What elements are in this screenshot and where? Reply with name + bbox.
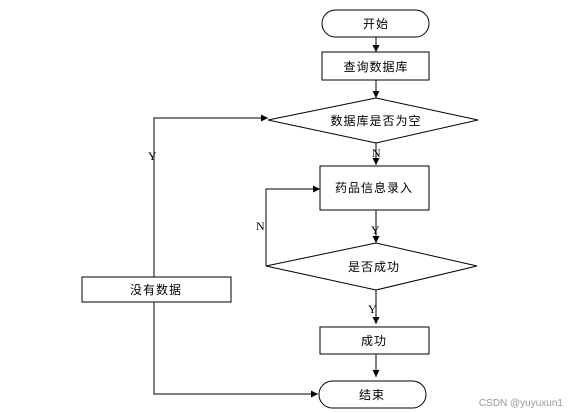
- entry-success-decision: 是否成功: [265, 242, 478, 291]
- edge-check-no-loop: [265, 185, 320, 266]
- drug-entry-label: 药品信息录入: [335, 180, 413, 195]
- edge-label-entry-to-check: Y: [371, 223, 380, 237]
- edge-db-empty-yes: [153, 114, 268, 288]
- end-label: 结束: [359, 388, 385, 402]
- edge-label-db-empty-yes: Y: [148, 149, 157, 163]
- edge-label-db-empty-no: N: [372, 146, 381, 160]
- no-data-label: 没有数据: [130, 282, 182, 297]
- edge-label-entry-fail: N: [256, 219, 265, 233]
- query-database-label: 查询数据库: [343, 59, 408, 74]
- entry-success-label: 是否成功: [348, 260, 400, 274]
- success-label: 成功: [361, 334, 387, 348]
- no-data-node: 没有数据: [81, 276, 232, 303]
- edge-no-data-to-end: [153, 302, 318, 398]
- query-database-node: 查询数据库: [321, 51, 430, 81]
- db-empty-label: 数据库是否为空: [330, 113, 421, 128]
- start-node: 开始: [321, 9, 430, 38]
- end-node: 结束: [318, 380, 427, 409]
- drug-entry-node: 药品信息录入: [319, 165, 430, 211]
- start-label: 开始: [363, 17, 389, 31]
- watermark: CSDN @yuyuxun1: [479, 398, 564, 409]
- db-empty-decision: 数据库是否为空: [267, 97, 479, 144]
- edge-label-check-yes: Y: [368, 302, 377, 316]
- success-node: 成功: [319, 326, 430, 355]
